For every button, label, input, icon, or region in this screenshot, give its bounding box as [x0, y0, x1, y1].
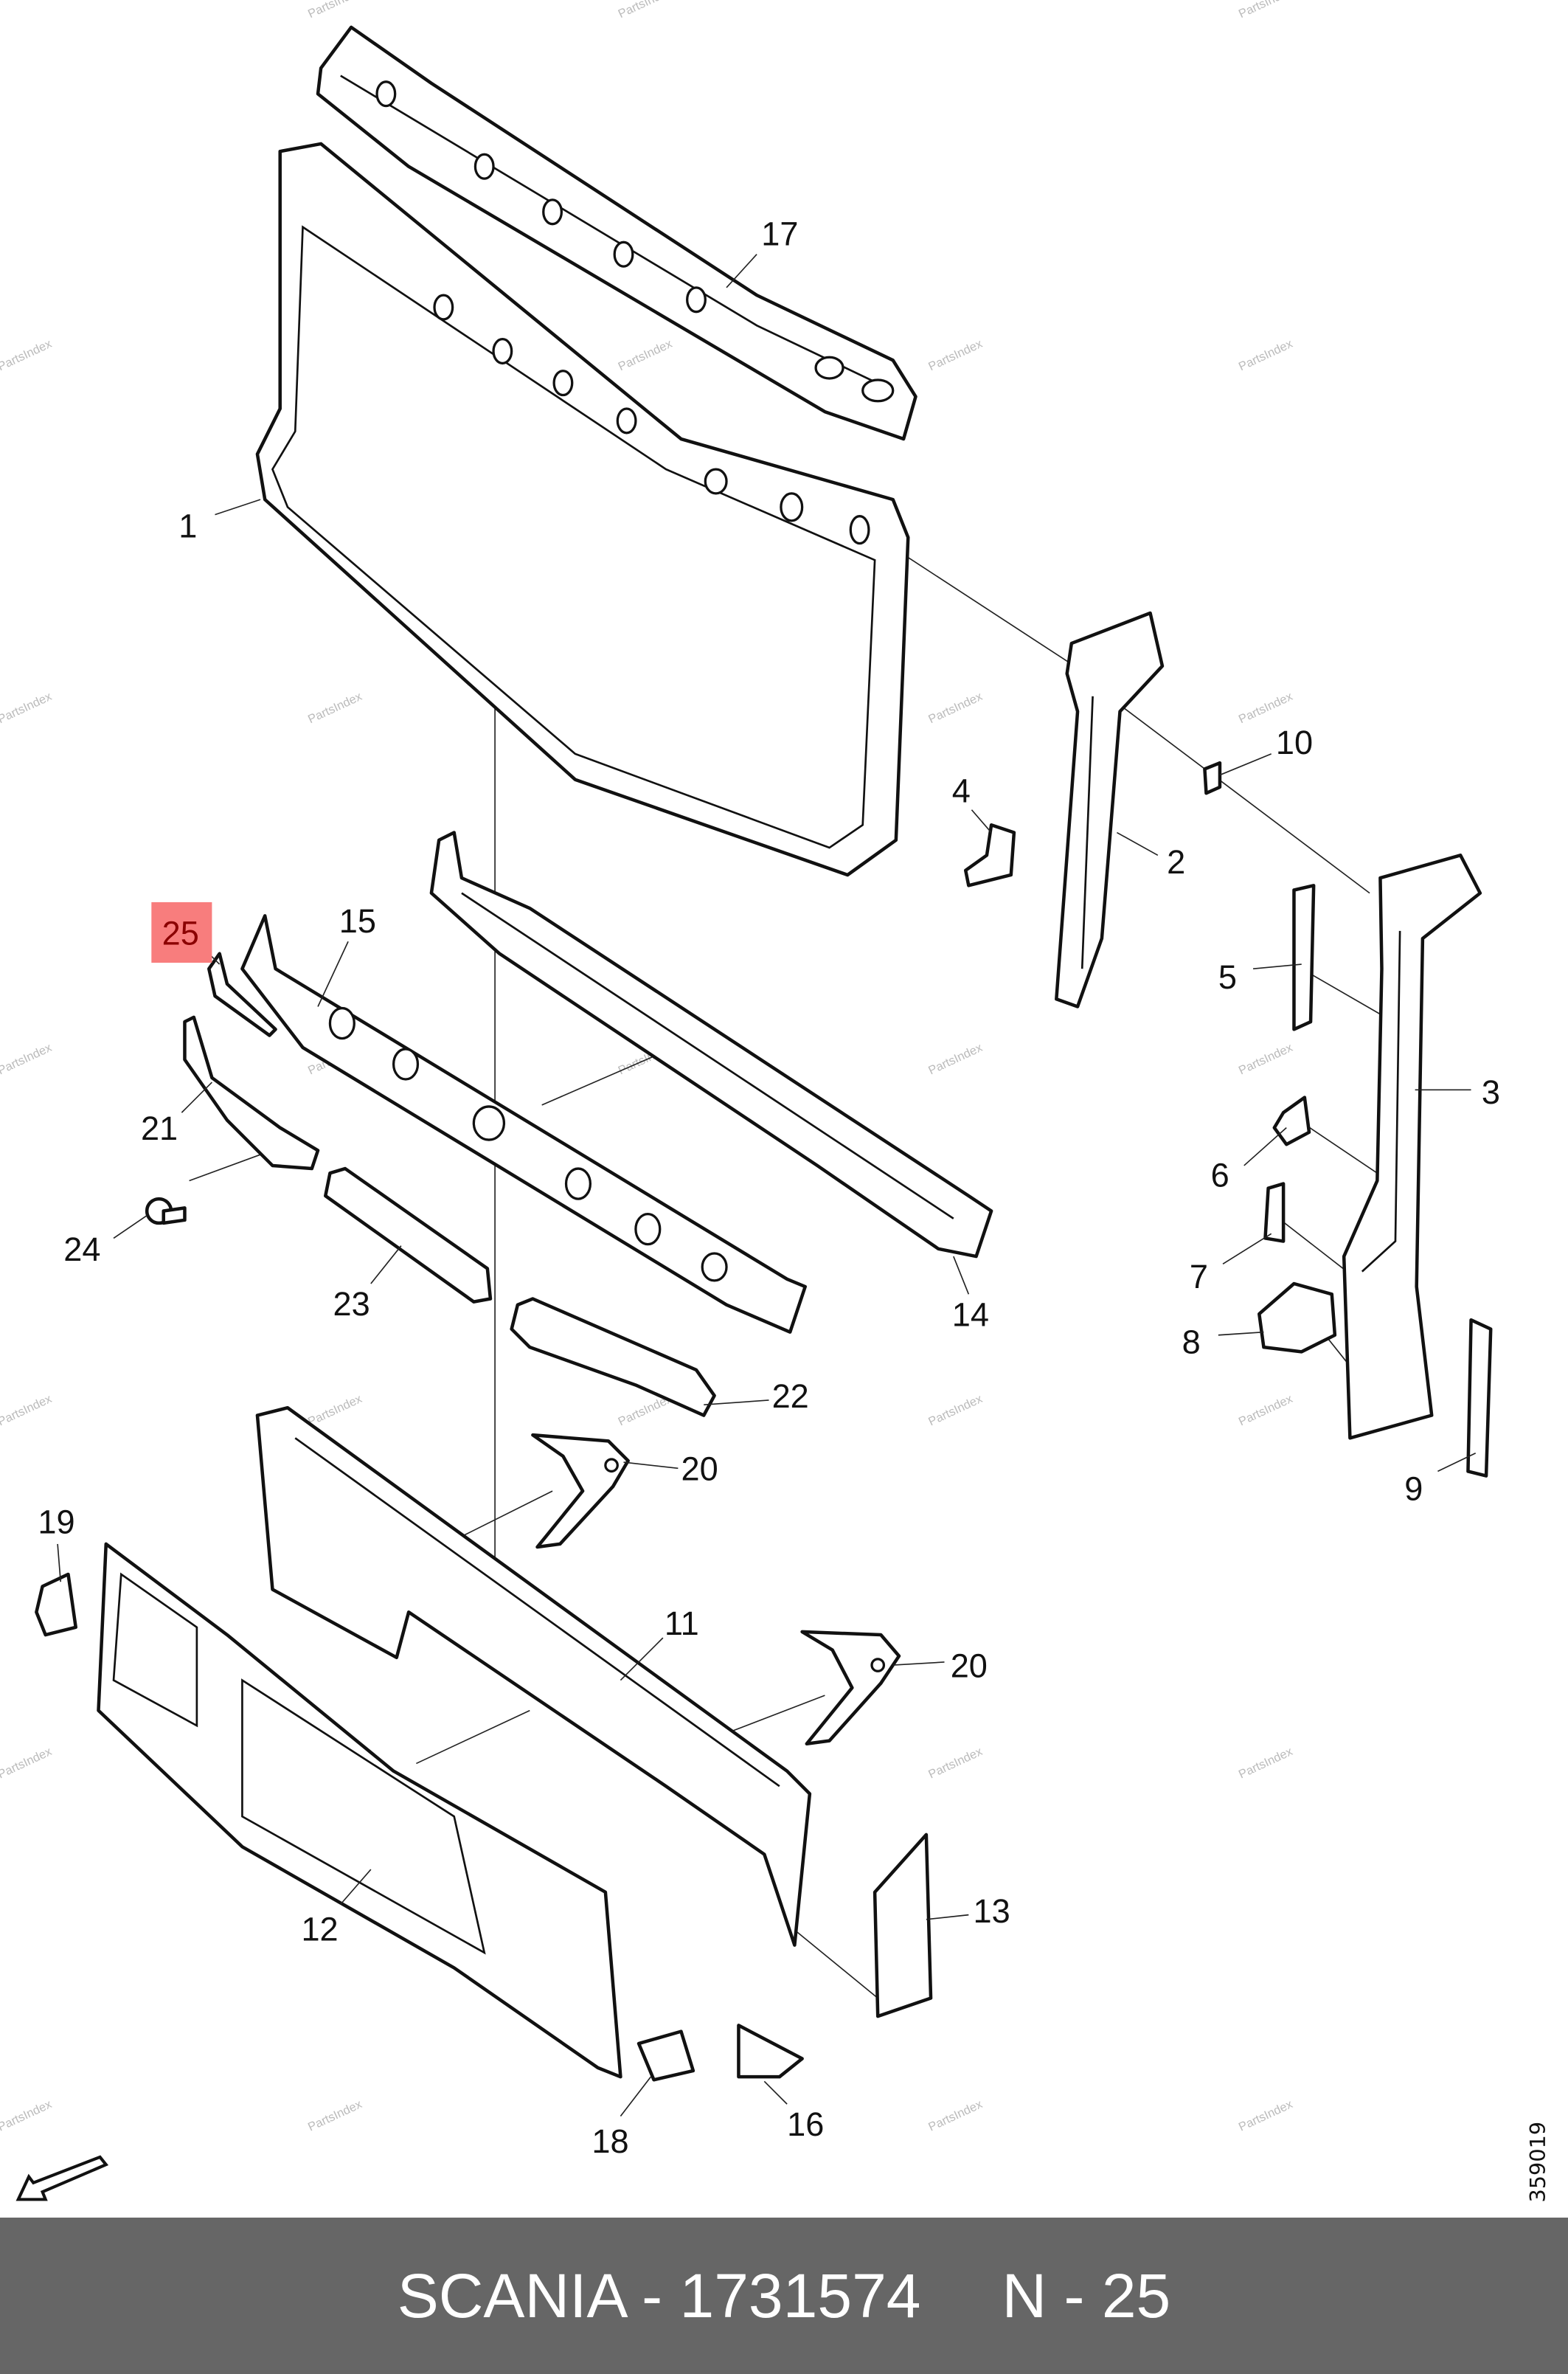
- callout-20-upper[interactable]: 20: [681, 1450, 718, 1488]
- svg-text:PartsIndex: PartsIndex: [616, 0, 674, 21]
- svg-text:PartsIndex: PartsIndex: [926, 690, 985, 727]
- svg-text:PartsIndex: PartsIndex: [0, 337, 55, 374]
- svg-text:PartsIndex: PartsIndex: [1237, 337, 1295, 374]
- callout-21[interactable]: 21: [141, 1110, 178, 1147]
- svg-text:PartsIndex: PartsIndex: [0, 1041, 55, 1078]
- part-20-bracket-upper: [531, 1433, 630, 1549]
- brand-part-number: SCANIA - 1731574: [397, 2260, 921, 2330]
- part-7-bracket: [1263, 1182, 1286, 1243]
- callout-3[interactable]: 3: [1482, 1073, 1500, 1111]
- part-22-cover: [510, 1297, 716, 1417]
- svg-text:PartsIndex: PartsIndex: [306, 690, 364, 727]
- svg-text:PartsIndex: PartsIndex: [0, 1392, 55, 1429]
- part-9-strip: [1466, 1318, 1493, 1478]
- svg-text:PartsIndex: PartsIndex: [306, 1392, 364, 1429]
- callout-5[interactable]: 5: [1218, 958, 1237, 996]
- callout-19[interactable]: 19: [38, 1503, 74, 1541]
- part-14-cowl-rail: [429, 831, 993, 1259]
- svg-text:PartsIndex: PartsIndex: [0, 690, 55, 727]
- callout-24[interactable]: 24: [63, 1231, 100, 1268]
- svg-text:PartsIndex: PartsIndex: [926, 337, 985, 374]
- part-12-front-panel: [97, 1542, 622, 2079]
- callout-23[interactable]: 23: [333, 1285, 370, 1323]
- svg-text:PartsIndex: PartsIndex: [616, 337, 674, 374]
- callout-11[interactable]: 11: [665, 1605, 699, 1642]
- part-17-roof-rail: [316, 25, 917, 441]
- callout-17[interactable]: 17: [761, 215, 798, 252]
- position-number: N - 25: [1002, 2260, 1171, 2330]
- svg-text:PartsIndex: PartsIndex: [0, 2097, 55, 2134]
- callout-15[interactable]: 15: [339, 902, 376, 940]
- highlighted-callout-box: [151, 902, 212, 963]
- svg-text:PartsIndex: PartsIndex: [306, 0, 364, 21]
- callout-12[interactable]: 12: [301, 1911, 338, 1948]
- callout-6[interactable]: 6: [1211, 1157, 1229, 1194]
- part-13-bracket: [873, 1833, 933, 2018]
- part-23-grille: [324, 1166, 493, 1304]
- callout-4[interactable]: 4: [952, 772, 971, 809]
- callout-16[interactable]: 16: [787, 2105, 824, 2143]
- parts-diagram: PartsIndex PartsIndex PartsIndex PartsIn…: [0, 0, 1550, 2203]
- svg-text:PartsIndex: PartsIndex: [926, 2097, 985, 2134]
- callout-1[interactable]: 1: [178, 507, 197, 544]
- part-15-cowl-panel: [240, 914, 807, 1334]
- svg-text:PartsIndex: PartsIndex: [1237, 1041, 1295, 1078]
- callout-14[interactable]: 14: [952, 1295, 989, 1333]
- part-4-bracket: [963, 823, 1016, 887]
- svg-text:PartsIndex: PartsIndex: [0, 1745, 55, 1782]
- svg-text:PartsIndex: PartsIndex: [926, 1041, 985, 1078]
- svg-text:PartsIndex: PartsIndex: [1237, 1392, 1295, 1429]
- part-21-trim: [183, 1015, 320, 1171]
- svg-text:PartsIndex: PartsIndex: [306, 2097, 364, 2134]
- callout-7[interactable]: 7: [1190, 1258, 1208, 1295]
- part-19-clip: [35, 1572, 77, 1637]
- callout-leaders: [57, 254, 1477, 2117]
- svg-text:PartsIndex: PartsIndex: [1237, 690, 1295, 727]
- callout-10[interactable]: 10: [1276, 724, 1313, 761]
- svg-text:PartsIndex: PartsIndex: [926, 1745, 985, 1782]
- footer-bar: SCANIA - 1731574 N - 25: [0, 2218, 1568, 2374]
- part-3-pillar: [1342, 854, 1482, 1440]
- callout-20-lower[interactable]: 20: [951, 1647, 988, 1684]
- callout-8[interactable]: 8: [1182, 1323, 1201, 1360]
- svg-text:PartsIndex: PartsIndex: [1237, 1745, 1295, 1782]
- svg-text:PartsIndex: PartsIndex: [926, 1392, 985, 1429]
- part-10-clip: [1203, 761, 1222, 795]
- arrow-down-left-icon: [15, 2155, 109, 2201]
- part-16-bracket: [737, 2024, 804, 2079]
- part-1-windshield-frame: [255, 142, 910, 877]
- svg-text:PartsIndex: PartsIndex: [1237, 0, 1295, 21]
- callout-13[interactable]: 13: [973, 1892, 1010, 1930]
- callout-2[interactable]: 2: [1167, 843, 1185, 881]
- callout-9[interactable]: 9: [1404, 1470, 1423, 1507]
- callout-22[interactable]: 22: [772, 1377, 809, 1415]
- drawing-code: 359019: [1525, 2122, 1550, 2203]
- part-11-dash-panel: [255, 1405, 812, 1947]
- part-5-bracket: [1292, 884, 1316, 1031]
- part-25-seal-strip: [207, 952, 277, 1037]
- part-6-bracket: [1272, 1096, 1311, 1146]
- part-24-bolt: [145, 1197, 187, 1225]
- part-18-bracket: [636, 2029, 695, 2082]
- part-8-bracket: [1257, 1281, 1337, 1354]
- callout-18[interactable]: 18: [592, 2122, 628, 2160]
- svg-text:PartsIndex: PartsIndex: [1237, 2097, 1295, 2134]
- part-2-a-pillar: [1055, 611, 1165, 1008]
- callout-labels[interactable]: 1 17 2 10 4 3 5 6 7 8 9 15 25 21 24 23 1…: [38, 215, 1500, 2159]
- part-20-bracket-lower: [800, 1630, 901, 1746]
- callout-25[interactable]: 25: [162, 914, 199, 952]
